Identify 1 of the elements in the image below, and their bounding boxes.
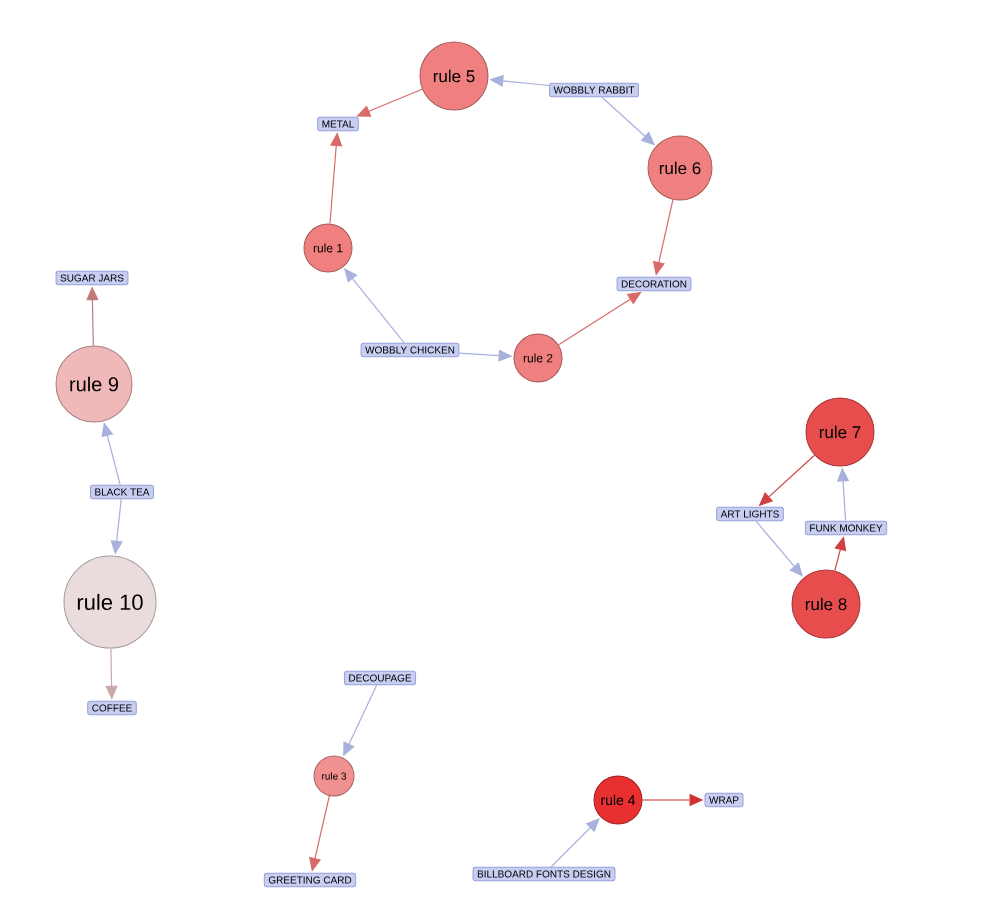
arrow	[550, 818, 600, 868]
